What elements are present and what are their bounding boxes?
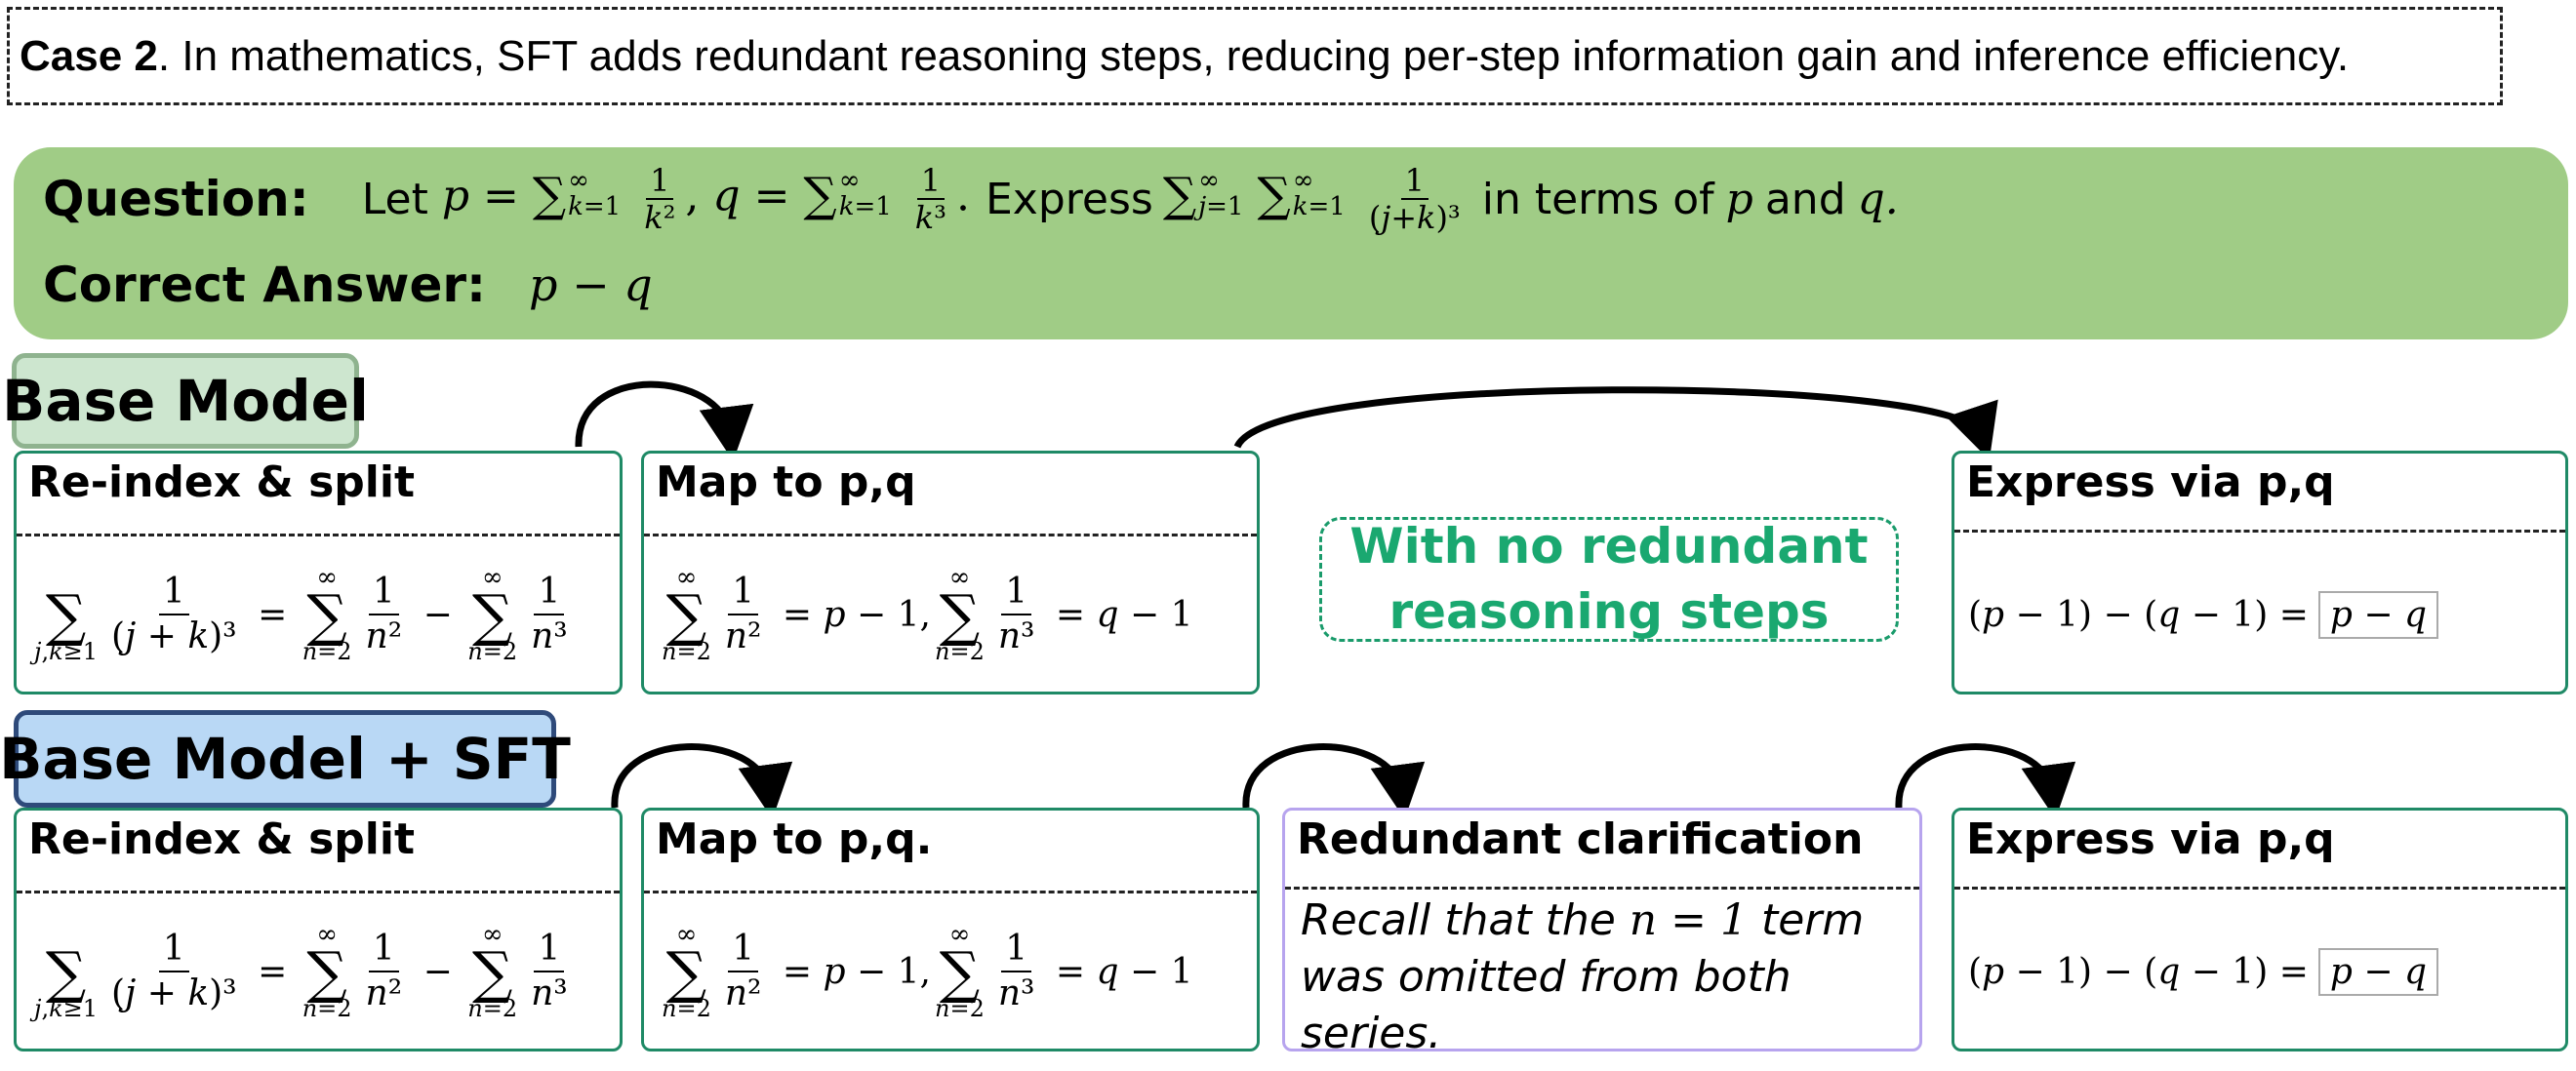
arrow-base-1: [575, 380, 754, 461]
case-label: Case 2: [20, 31, 158, 80]
divider: [1285, 887, 1919, 890]
question-label: Question:: [43, 171, 309, 227]
base-step-reindex-title: Re-index & split: [28, 457, 415, 507]
sft-step-redundant: Redundant clarification Recall that the …: [1282, 808, 1922, 1058]
question-suffix: in terms of: [1481, 174, 1714, 224]
sft-step-map-title: Map to p,q.: [656, 814, 933, 864]
sft-step-express: Express via p,q (p − 1) − (q − 1) = p − …: [1952, 808, 2568, 1051]
sft-step-reindex-title: Re-index & split: [28, 814, 415, 864]
sft-step-express-title: Express via p,q: [1966, 814, 2335, 864]
sft-model-tag: Base Model + SFT: [0, 710, 571, 808]
redundant-math: n = 1: [1629, 895, 1748, 945]
answer-label: Correct Answer:: [43, 257, 487, 313]
sft-step-express-formula: (p − 1) − (q − 1) = p − q: [1968, 900, 2556, 1043]
answer-row: Correct Answer: p − q: [43, 257, 653, 313]
base-step-reindex: Re-index & split ∑j,k≥1 1(j + k)³ = ∞∑n=…: [14, 451, 623, 694]
arrow-sft-2: [1242, 743, 1426, 819]
base-step-express-formula: (p − 1) − (q − 1) = p − q: [1968, 543, 2556, 686]
sft-step-reindex: Re-index & split ∑j,k≥1 1(j + k)³ = ∞∑n=…: [14, 808, 623, 1051]
divider: [644, 891, 1257, 893]
base-step-map-title: Map to p,q: [656, 457, 916, 507]
question-prefix: Let: [361, 174, 428, 224]
redundant-text-b: term was omitted from both series.: [1301, 895, 1865, 1059]
sft-step-redundant-text: Recall that the n = 1 term was omitted f…: [1301, 892, 1910, 1062]
no-redundant-note-line2: reasoning steps: [1389, 583, 1830, 640]
divider: [644, 534, 1257, 536]
base-step-express-title: Express via p,q: [1966, 457, 2335, 507]
sft-step-redundant-title: Redundant clarification: [1297, 814, 1864, 864]
question-math-sum: ∑∞j=1 ∑∞k=1 1(j+k)³: [1162, 162, 1461, 236]
question-mid: Express: [986, 174, 1153, 224]
answer-value: p − q: [529, 258, 653, 311]
arrow-sft-3: [1895, 743, 2076, 819]
redundant-text-a: Recall that the: [1301, 895, 1616, 945]
question-var-p: p: [1725, 174, 1753, 224]
question-and: and: [1764, 174, 1846, 224]
divider: [17, 891, 620, 893]
no-redundant-note-line1: With no redundant: [1349, 517, 1869, 575]
arrow-sft-1: [611, 743, 793, 819]
base-model-tag: Base Model: [2, 353, 369, 449]
boxed-answer: p − q: [2317, 590, 2439, 639]
base-step-express: Express via p,q (p − 1) − (q − 1) = p − …: [1952, 451, 2568, 694]
boxed-answer: p − q: [2317, 947, 2439, 996]
divider: [17, 534, 620, 536]
divider: [1954, 530, 2565, 533]
question-var-q: q.: [1857, 174, 1899, 224]
case-caption: Case 2. In mathematics, SFT adds redunda…: [7, 7, 2503, 105]
case-caption-text: . In mathematics, SFT adds redundant rea…: [157, 31, 2350, 80]
no-redundant-note: With no redundant reasoning steps: [1319, 517, 1899, 642]
divider: [1954, 887, 2565, 890]
arrow-base-2: [1233, 386, 1998, 460]
